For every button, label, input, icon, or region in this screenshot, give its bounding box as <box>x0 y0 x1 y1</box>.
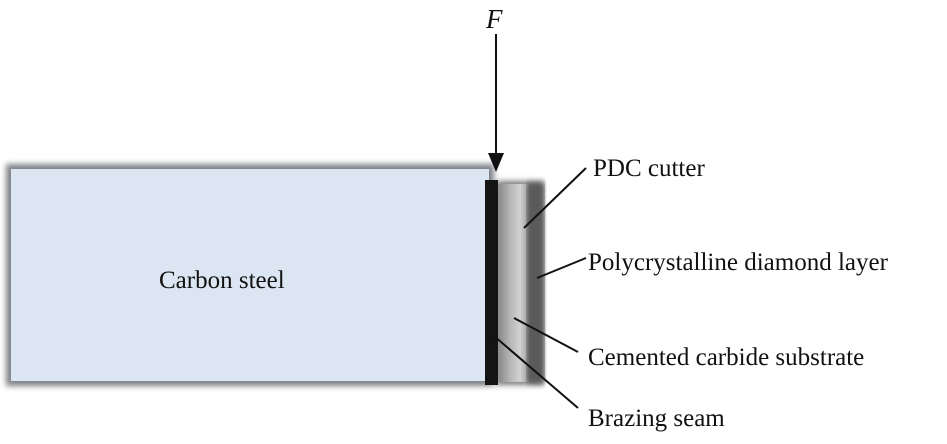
carbide-substrate-label: Cemented carbide substrate <box>588 344 865 371</box>
force-arrow <box>488 34 504 172</box>
brazing-seam-label: Brazing seam <box>588 405 725 432</box>
leader-carbide-substrate <box>513 317 579 353</box>
carbon-steel-label: Carbon steel <box>159 267 285 294</box>
carbon-steel-body <box>6 164 494 386</box>
leader-brazing-seam <box>493 335 579 409</box>
diamond-layer <box>527 183 544 383</box>
leader-pdc-cutter <box>523 167 587 229</box>
force-label: F <box>486 4 503 34</box>
brazing-seam <box>485 180 498 385</box>
diamond-layer-label: Polycrystalline diamond layer <box>588 249 888 276</box>
pdc-cutter-label: PDC cutter <box>593 155 705 182</box>
leader-lines <box>493 167 587 409</box>
leader-diamond-layer <box>536 257 587 279</box>
